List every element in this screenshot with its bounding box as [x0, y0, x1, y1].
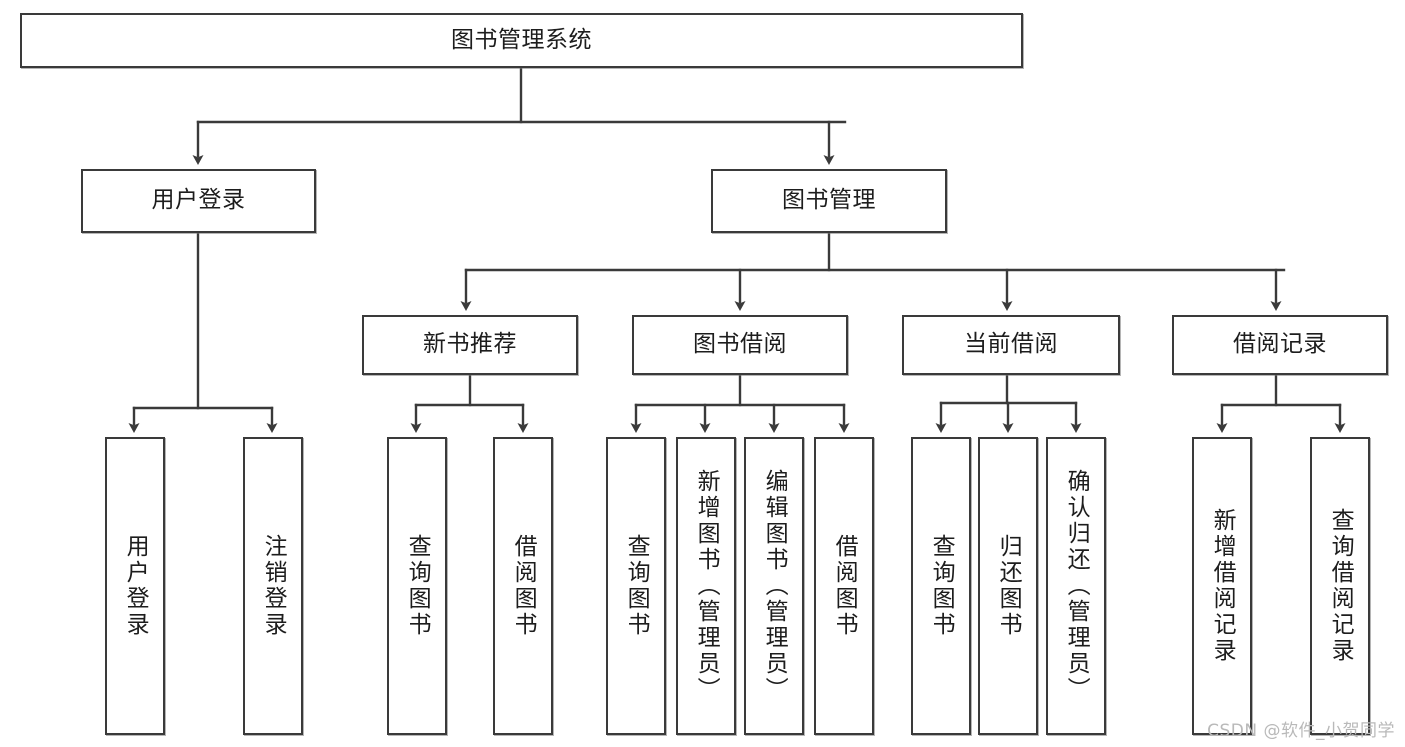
node-label: 借阅图书: [831, 534, 858, 638]
node-book-borrow[interactable]: 图书借阅: [632, 315, 848, 375]
node-label: 借阅记录: [1233, 331, 1327, 358]
node-label: 用户登录: [122, 534, 149, 638]
leaf-new-book-query[interactable]: 查询图书: [387, 437, 447, 735]
node-label: 注销登录: [260, 534, 287, 638]
node-book-management[interactable]: 图书管理: [711, 169, 947, 233]
csdn-watermark: CSDN @软件_小贺同学: [1207, 721, 1395, 741]
leaf-book-borrow-query[interactable]: 查询图书: [606, 437, 666, 735]
leaf-new-book-borrow[interactable]: 借阅图书: [493, 437, 553, 735]
leaf-borrow-record-query[interactable]: 查询借阅记录: [1310, 437, 1370, 735]
node-label: 查询借阅记录: [1327, 508, 1354, 664]
node-label: 图书管理系统: [451, 26, 592, 53]
node-label: 借阅图书: [510, 534, 537, 638]
leaf-book-borrow-add[interactable]: 新增图书（管理员）: [676, 437, 736, 735]
node-label: 新书推荐: [423, 331, 517, 358]
node-new-book-recommend[interactable]: 新书推荐: [362, 315, 578, 375]
node-label: 图书管理: [782, 187, 876, 214]
node-label: 当前借阅: [964, 331, 1058, 358]
node-current-borrow[interactable]: 当前借阅: [902, 315, 1120, 375]
node-label: 查询图书: [404, 534, 431, 638]
leaf-current-borrow-query[interactable]: 查询图书: [911, 437, 971, 735]
leaf-user-login-login[interactable]: 用户登录: [105, 437, 165, 735]
node-label: 图书借阅: [693, 331, 787, 358]
node-label: 确认归还（管理员）: [1063, 469, 1090, 703]
node-label: 新增图书（管理员）: [693, 469, 720, 703]
node-label: 新增借阅记录: [1209, 508, 1236, 664]
leaf-current-borrow-return[interactable]: 归还图书: [978, 437, 1038, 735]
node-borrow-record[interactable]: 借阅记录: [1172, 315, 1388, 375]
leaf-current-borrow-confirm-return[interactable]: 确认归还（管理员）: [1046, 437, 1106, 735]
node-root-system[interactable]: 图书管理系统: [20, 13, 1023, 68]
node-label: 归还图书: [995, 534, 1022, 638]
node-label: 查询图书: [623, 534, 650, 638]
node-label: 编辑图书（管理员）: [761, 469, 788, 703]
node-user-login[interactable]: 用户登录: [81, 169, 316, 233]
leaf-book-borrow-edit[interactable]: 编辑图书（管理员）: [744, 437, 804, 735]
leaf-user-login-logout[interactable]: 注销登录: [243, 437, 303, 735]
leaf-book-borrow-borrow[interactable]: 借阅图书: [814, 437, 874, 735]
leaf-borrow-record-add[interactable]: 新增借阅记录: [1192, 437, 1252, 735]
node-label: 用户登录: [151, 187, 246, 214]
node-label: 查询图书: [928, 534, 955, 638]
